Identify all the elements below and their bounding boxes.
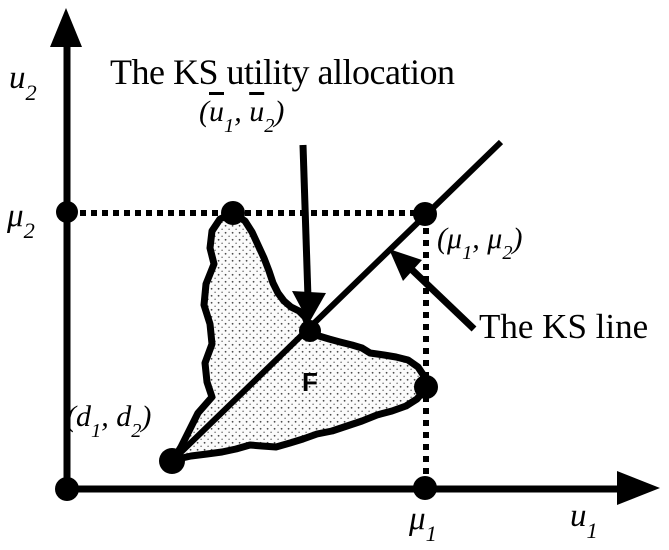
x-tick-label: μ1 bbox=[409, 501, 437, 546]
ks-line bbox=[170, 139, 504, 463]
ks-solution-point bbox=[299, 320, 321, 342]
y-tick-label: μ2 bbox=[7, 198, 35, 243]
region-label: F bbox=[302, 367, 318, 397]
ks-line-arrow-shaft bbox=[405, 263, 477, 332]
title-label: The KS utility allocation bbox=[110, 52, 455, 92]
origin-point bbox=[55, 477, 79, 501]
x-axis-label: u1 bbox=[570, 498, 598, 543]
region-top-point bbox=[221, 201, 245, 225]
y-axis-label: u2 bbox=[9, 60, 37, 105]
ks-line-arrowhead bbox=[389, 249, 422, 281]
disagreement-point bbox=[159, 448, 185, 474]
mu2-axis-point bbox=[56, 201, 78, 223]
mu1-axis-point bbox=[413, 476, 437, 500]
ks-point-arrowhead bbox=[292, 291, 326, 323]
mu-point-label: (μ1, μ2) bbox=[437, 222, 523, 264]
x-axis-arrowhead bbox=[617, 471, 660, 505]
mu-ideal-point bbox=[413, 202, 437, 226]
ks-point-arrow-shaft bbox=[299, 144, 312, 299]
y-axis-arrowhead bbox=[50, 8, 82, 47]
ks-line-label: The KS line bbox=[479, 307, 649, 346]
disagreement-label: (d1, d2) bbox=[66, 400, 152, 442]
ks-allocation-label: (u1, u2) bbox=[199, 95, 285, 137]
region-right-point bbox=[414, 375, 438, 399]
